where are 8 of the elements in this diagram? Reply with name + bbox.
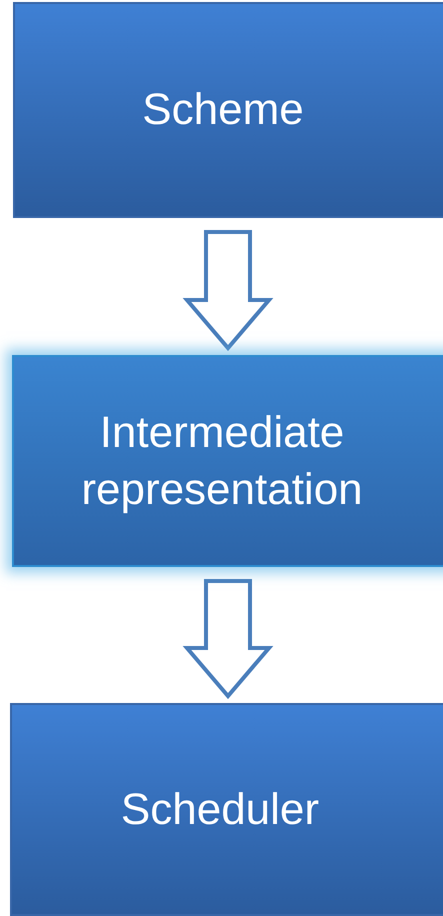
block-arrow bbox=[182, 230, 274, 352]
process-box bbox=[10, 703, 443, 916]
process-box bbox=[12, 355, 443, 567]
block-arrow bbox=[182, 579, 274, 700]
process-box bbox=[13, 2, 443, 218]
box-label: Intermediate representation bbox=[80, 406, 364, 516]
box-label: Scheme bbox=[141, 84, 305, 136]
box-label: Scheduler bbox=[120, 784, 320, 836]
